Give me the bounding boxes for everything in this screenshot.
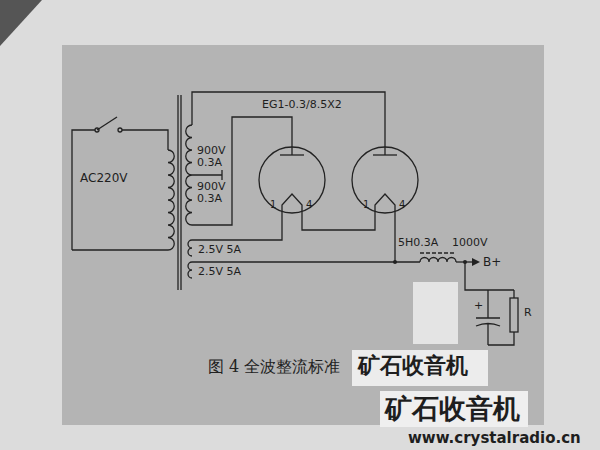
filament-coil bbox=[188, 240, 192, 256]
wire bbox=[72, 249, 168, 250]
capacitor-symbol bbox=[476, 290, 500, 345]
pin-number: 4 bbox=[399, 199, 405, 210]
transformer-core bbox=[180, 95, 181, 290]
switch-blade bbox=[97, 117, 117, 130]
choke-coil bbox=[420, 258, 456, 263]
tube-filament bbox=[282, 194, 302, 222]
junction-dot bbox=[463, 260, 467, 264]
tube-plate bbox=[373, 154, 397, 155]
watermark: 矿石收音机 bbox=[358, 354, 468, 378]
choke-core bbox=[420, 252, 456, 253]
wiring bbox=[72, 92, 518, 345]
tube-type: EG1-0.3/8.5X2 bbox=[262, 99, 342, 111]
voltage-label: 1000V bbox=[452, 237, 488, 249]
pin-number: 1 bbox=[270, 199, 276, 210]
junction-dot bbox=[393, 260, 397, 264]
hv-coil bbox=[186, 125, 192, 225]
wire bbox=[302, 222, 375, 230]
watermark-ground bbox=[380, 391, 528, 427]
filament-coil bbox=[188, 262, 192, 278]
light-patch bbox=[413, 282, 458, 344]
rectifier-tube bbox=[259, 147, 325, 213]
wire bbox=[394, 222, 395, 262]
pin-number: 4 bbox=[306, 199, 312, 210]
current-label: 0.3A bbox=[197, 157, 222, 169]
winding-label: 2.5V 5A bbox=[198, 244, 241, 256]
print-area bbox=[62, 45, 544, 425]
switch-contact bbox=[118, 128, 122, 132]
output-arrow bbox=[472, 258, 480, 266]
figure-caption: 图 4 全波整流标准 bbox=[208, 358, 340, 376]
winding-label: 2.5V 5A bbox=[198, 266, 241, 278]
table-corner bbox=[0, 0, 42, 46]
wire bbox=[192, 261, 420, 262]
source-label: AC220V bbox=[80, 172, 128, 185]
primary-coil bbox=[168, 150, 174, 250]
wire bbox=[122, 130, 168, 150]
transformer-core bbox=[177, 95, 178, 290]
choke-label: 5H0.3A bbox=[398, 237, 438, 249]
voltage-label: 900V bbox=[197, 181, 226, 193]
output-label: B+ bbox=[483, 256, 501, 269]
current-label: 0.3A bbox=[197, 193, 222, 205]
center-tap bbox=[192, 170, 222, 180]
wire bbox=[72, 130, 95, 250]
watermark-ground bbox=[352, 350, 488, 386]
tube-filament bbox=[375, 194, 395, 222]
polarity-mark: + bbox=[474, 300, 483, 312]
wire bbox=[192, 222, 282, 240]
tube-plate bbox=[280, 154, 304, 155]
watermark: 矿石收音机 bbox=[385, 394, 520, 424]
voltage-label: 900V bbox=[197, 145, 226, 157]
pin-number: 1 bbox=[363, 199, 369, 210]
resistor-label: R bbox=[524, 307, 532, 319]
resistor-symbol bbox=[510, 298, 518, 332]
watermark: www.crystalradio.cn bbox=[408, 430, 581, 447]
rectifier-tube bbox=[352, 147, 418, 213]
